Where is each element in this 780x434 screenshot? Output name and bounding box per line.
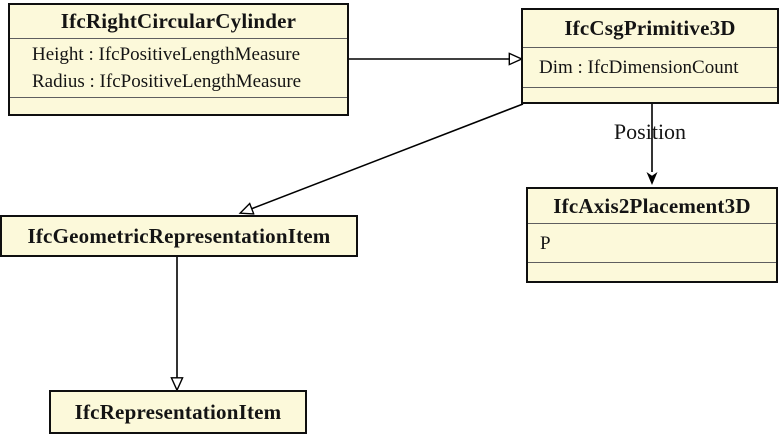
class-title: IfcCsgPrimitive3D [564,16,736,40]
class-title: IfcRepresentationItem [74,399,282,424]
class-box-ifcrightcircularcylinder: IfcRightCircularCylinder Height : IfcPos… [8,3,349,116]
class-box-ifcgeometricrepresentationitem: IfcGeometricRepresentationItem [0,215,358,257]
empty-compartment [528,262,776,281]
class-attributes: P [528,223,776,262]
class-attributes: Height : IfcPositiveLengthMeasure Radius… [10,38,347,97]
class-title: IfcGeometricRepresentationItem [27,223,331,248]
class-title: IfcRightCircularCylinder [60,9,297,33]
class-attribute: Dim : IfcDimensionCount [539,57,739,78]
class-box-ifcrepresentationitem: IfcRepresentationItem [49,390,307,434]
class-box-ifccsgprimitive3d: IfcCsgPrimitive3D Dim : IfcDimensionCoun… [521,8,779,104]
class-attribute: P [540,232,551,254]
class-attribute: Radius : IfcPositiveLengthMeasure [32,71,302,92]
class-title: IfcAxis2Placement3D [553,193,751,218]
relation-inheritance-csgprimitive-to-geometricrepresentationitem [252,103,524,209]
class-attribute: Height : IfcPositiveLengthMeasure [32,44,301,65]
empty-compartment [10,97,347,114]
relation-label-position: Position [613,119,687,144]
class-box-ifcaxis2placement3d: IfcAxis2Placement3D P [526,187,778,283]
class-attributes: Dim : IfcDimensionCount [523,47,777,87]
empty-compartment [523,87,777,102]
